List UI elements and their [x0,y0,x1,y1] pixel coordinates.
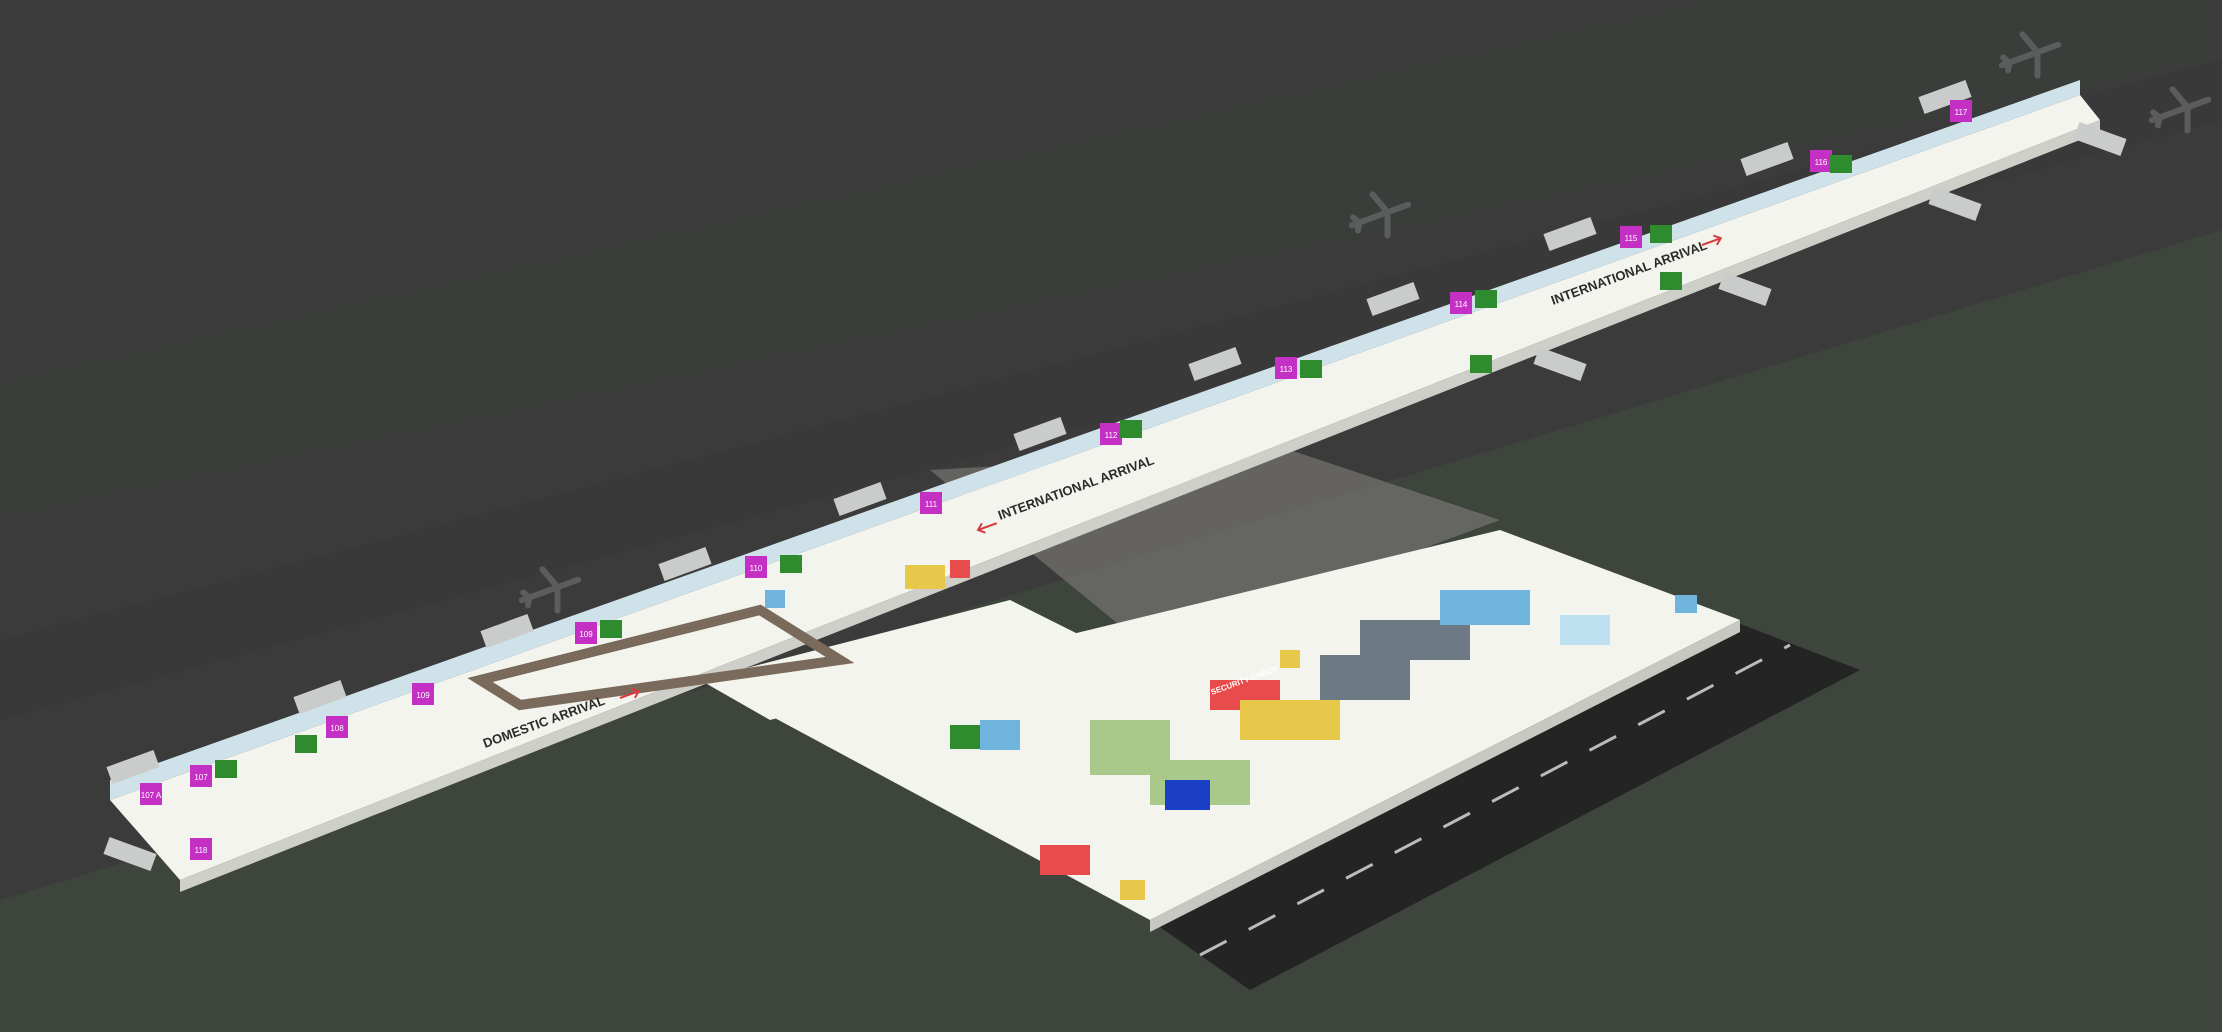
airplane-icon [1348,191,1412,239]
gate-badge[interactable]: 117 [1950,100,1972,122]
connector [700,600,1090,720]
gate-badge[interactable]: 111 [920,492,942,514]
gate-label: 113 [1280,365,1293,374]
gate-label: 111 [925,500,938,509]
gate-label: 112 [1105,431,1118,440]
gate-badge[interactable]: 116 [1810,150,1832,172]
shops [215,155,1852,778]
gate-label: 114 [1455,300,1468,309]
gate-badge[interactable]: 113 [1275,357,1297,379]
gate-label: 117 [1955,108,1968,117]
arrow-right-icon [1701,234,1723,246]
airplane-icon [1998,31,2062,79]
arrow-right-icon [619,687,641,699]
checkin-area [950,590,1610,900]
gate-label: 115 [1625,234,1638,243]
gate-badge[interactable]: 107 A [140,783,162,805]
grass-strip [0,0,2222,520]
gate-badge[interactable]: 107 [190,765,212,787]
connector-wall [467,604,855,711]
gate-badge[interactable]: 118 [190,838,212,860]
gate-label: 116 [1815,158,1828,167]
gate-label: 109 [416,691,430,700]
road [1150,620,1860,990]
gate-badge[interactable]: 109 [412,683,434,705]
gate-label: 107 [194,773,208,782]
gate-label: 109 [579,630,593,639]
gate-badge[interactable]: 115 [1620,226,1642,248]
pier-floor [110,95,2100,880]
gate-label: 110 [750,564,763,573]
airplane-icon [2148,86,2212,134]
gate-badge[interactable]: 110 [745,556,767,578]
arrow-left-icon [976,522,998,534]
gate-label: 107 A [141,791,162,800]
gate-badge[interactable]: 112 [1100,423,1122,445]
gate-badge[interactable]: 109 [575,622,597,644]
landside-hall-edge [1150,620,1740,932]
gate-bridges [103,79,2127,872]
gate-badge[interactable]: 108 [326,716,348,738]
gate-badge[interactable]: 114 [1450,292,1472,314]
gate-label: 118 [195,846,208,855]
pier-edge [180,120,2100,892]
gate-label: 108 [330,724,344,733]
airplane-icon [518,566,582,614]
road-marking [1199,643,1791,957]
